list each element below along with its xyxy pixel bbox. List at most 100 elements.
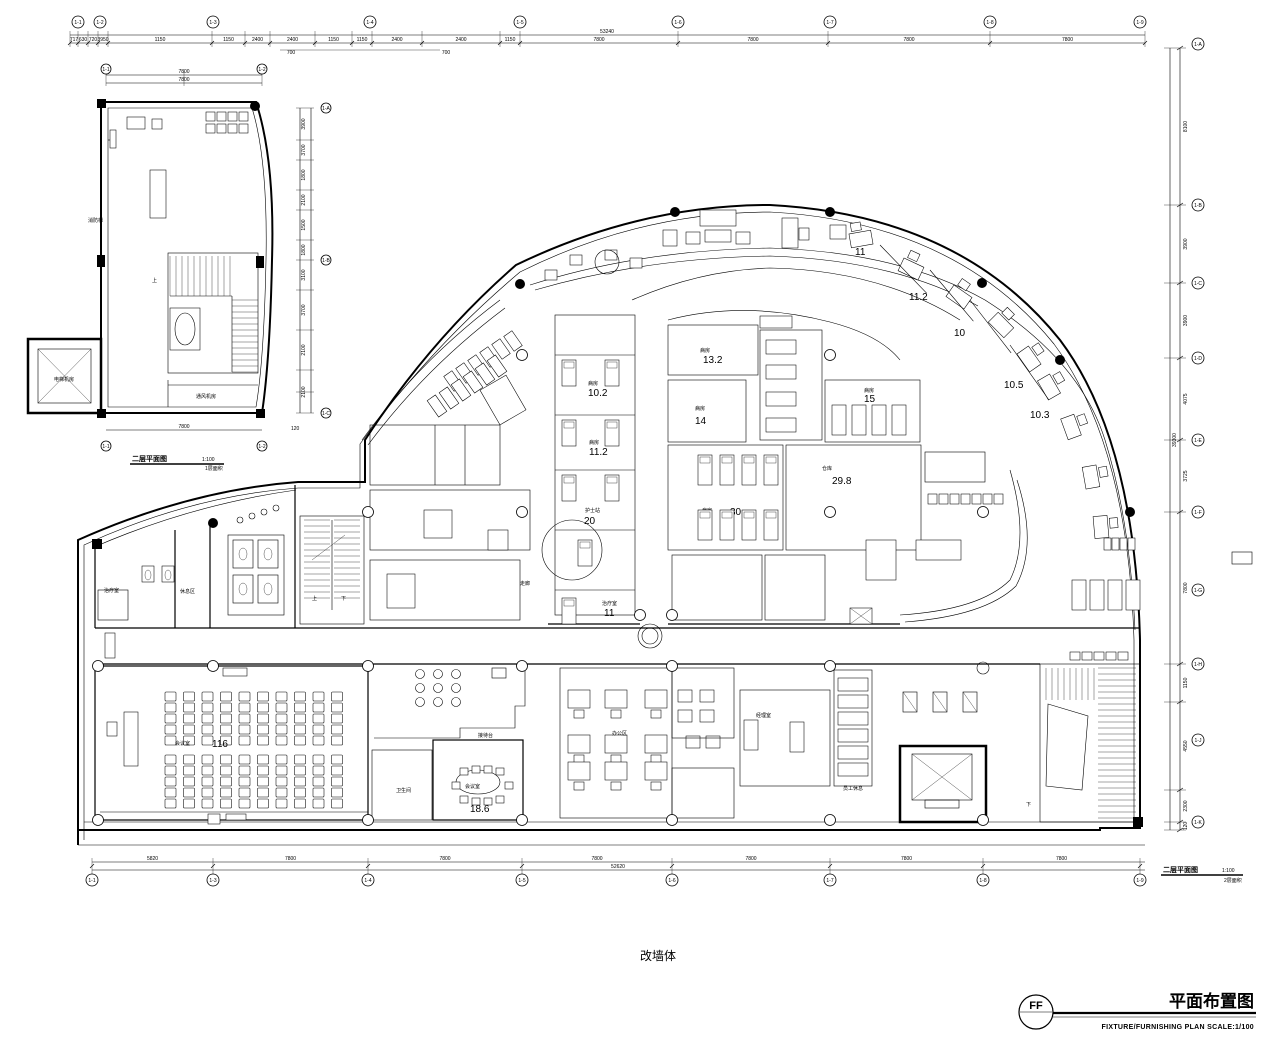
- label-manager: 经理室: [756, 712, 771, 719]
- inset-axis-1: 1-1: [102, 67, 109, 73]
- bottom-seg-dim: 7800: [901, 856, 912, 862]
- top-seg-dim: 7800: [1062, 37, 1073, 43]
- room-112b-name: 病房: [589, 439, 599, 446]
- top-seg-dim: 720: [89, 37, 98, 43]
- inset-axis-a: 1-A: [322, 106, 330, 112]
- right-seg-dim: 1150: [1183, 677, 1189, 688]
- bottom-seg-dim: 5820: [147, 856, 158, 862]
- label-waiting: 休息区: [180, 588, 195, 595]
- room-storage-name: 仓库: [822, 465, 832, 472]
- top-axis-bubble: 1-7: [826, 20, 833, 26]
- right-axis-bubble: 1-F: [1194, 510, 1202, 516]
- right-seg-dim: 3900: [1183, 238, 1189, 249]
- top-sub-dim-1: 700: [287, 50, 296, 56]
- inset-dim-top-2: 7800: [178, 77, 189, 83]
- note-wall-change: 改墙体: [640, 949, 676, 963]
- room-14-name: 病房: [695, 405, 705, 412]
- inset-right-dim: 2100: [301, 194, 307, 205]
- main-plan-title: 二层平面图: [1163, 865, 1198, 874]
- inset-right-dim: 2100: [301, 344, 307, 355]
- room-103-area: 10.3: [1030, 410, 1050, 421]
- right-seg-dim: 7800: [1183, 582, 1189, 593]
- label-office: 办公区: [612, 730, 627, 737]
- inset-plan: 7800 7800 1-1 1-2 电梯机房 上 消防梯 通风机房: [26, 63, 332, 472]
- bottom-axis-bubble: 1-7: [826, 878, 833, 884]
- right-seg-dim: 4075: [1183, 393, 1189, 404]
- top-axis-bubble: 1-8: [986, 20, 993, 26]
- bottom-seg-dim: 7800: [439, 856, 450, 862]
- top-seg-dim: 1150: [155, 37, 166, 43]
- title-badge: FF: [1029, 1000, 1043, 1012]
- inset-elevator-label: 电梯机房: [54, 376, 74, 383]
- room-102-area: 10.2: [588, 388, 608, 399]
- inset-right-dim: 3900: [301, 118, 307, 129]
- label-reception: 接待台: [478, 732, 493, 739]
- room-102-name: 病房: [588, 380, 598, 387]
- inset-axis-2: 1-2: [258, 67, 265, 73]
- top-seg-dim: 2400: [455, 37, 466, 43]
- inset-dim-corner: 120: [291, 426, 300, 432]
- room-15-area: 15: [864, 394, 876, 405]
- top-seg-dim: 3950: [97, 37, 108, 43]
- title-block: FF 平面布置图 FIXTURE/FURNISHING PLAN SCALE:1…: [1018, 991, 1256, 1031]
- inset-right-dim: 1800: [301, 244, 307, 255]
- top-seg-dim: 717: [70, 37, 79, 43]
- main-plan: 会议室 116 会议室 18.6 下 上 走廊: [77, 203, 1145, 846]
- title-sub: FIXTURE/FURNISHING PLAN SCALE:1/100: [1102, 1024, 1254, 1031]
- room-nurse-area: 20: [584, 516, 596, 527]
- right-seg-dim: 3900: [1183, 315, 1189, 326]
- right-axis-bubble: 1-A: [1194, 42, 1202, 48]
- bottom-axis-bubble: 1-5: [518, 878, 525, 884]
- inset-dim-bottom: 7800: [178, 424, 189, 430]
- top-seg-dim: 1150: [357, 37, 368, 43]
- top-seg-dim: 7800: [747, 37, 758, 43]
- room-112-area: 11.2: [909, 292, 928, 303]
- room-conf-area: 116: [212, 739, 228, 750]
- room-132-area: 13.2: [703, 355, 723, 366]
- inset-axis-2-b: 1-2: [258, 444, 265, 450]
- inset-scale: 1:100: [202, 457, 215, 463]
- label-toilet: 卫生间: [396, 787, 411, 794]
- top-seg-dim: 1150: [505, 37, 516, 43]
- room-11-area: 11: [855, 247, 866, 258]
- main-plan-scale: 1:100: [1222, 868, 1235, 874]
- inset-dim-top-1: 7800: [178, 69, 189, 75]
- top-seg-dim: 7800: [903, 37, 914, 43]
- bottom-seg-dim: 7800: [591, 856, 602, 862]
- label-lounge: 员工休息: [843, 785, 863, 792]
- inset-axis-c: 1-C: [322, 411, 330, 417]
- top-seg-dim: 2400: [252, 37, 263, 43]
- room-15-name: 病房: [864, 387, 874, 394]
- room-112b-area: 11.2: [589, 447, 608, 458]
- top-seg-dim: 2400: [391, 37, 402, 43]
- top-sub-dim-2: 700: [442, 50, 451, 56]
- title-main: 平面布置图: [1169, 991, 1254, 1011]
- bottom-seg-dim: 7800: [285, 856, 296, 862]
- room-conf-name: 会议室: [175, 740, 190, 747]
- right-dimension-chain: 810039003900407537257800115045502300120 …: [1164, 37, 1253, 833]
- top-axis-bubble: 1-4: [366, 20, 373, 26]
- right-axis-bubble: 1-G: [1194, 588, 1202, 594]
- top-axis-bubble: 1-2: [96, 20, 103, 26]
- right-seg-dim: 4550: [1183, 740, 1189, 751]
- room-10-area: 10: [954, 328, 966, 339]
- right-overall-dim: 39300: [1172, 433, 1178, 447]
- top-axis-bubble: 1-9: [1136, 20, 1143, 26]
- top-seg-dim: 7800: [593, 37, 604, 43]
- top-overall-dim: 53240: [600, 29, 614, 35]
- right-axis-bubble: 1-H: [1194, 662, 1202, 668]
- main-stair-down: 下: [341, 596, 346, 602]
- top-axis-bubble: 1-1: [74, 20, 81, 26]
- room-treat-area: 11: [604, 608, 615, 619]
- right-axis-bubble: 1-E: [1194, 438, 1202, 444]
- room-meet-name: 会议室: [465, 783, 480, 790]
- bottom-overall-dim: 52620: [611, 864, 625, 870]
- right-seg-dim: 8100: [1183, 121, 1189, 132]
- main-stair-up: 上: [312, 595, 317, 602]
- inset-stair-up: 上: [152, 277, 157, 284]
- room-105-area: 10.5: [1004, 380, 1024, 391]
- inset-right-dim: 1800: [301, 169, 307, 180]
- right-axis-bubble: 1-B: [1194, 203, 1202, 209]
